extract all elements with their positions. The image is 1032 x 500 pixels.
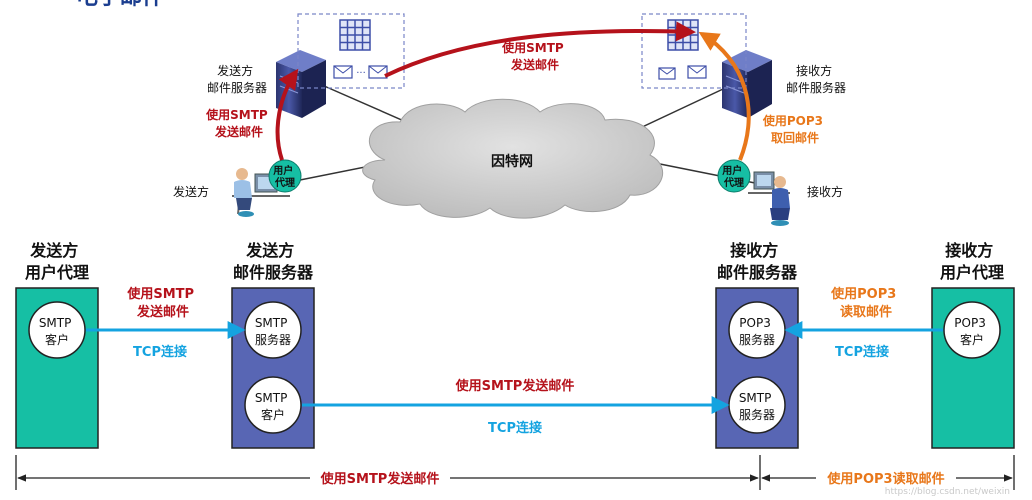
label-fetch-pop3: 使用POP3 取回邮件 xyxy=(762,113,827,145)
link1-label: 使用SMTP 发送邮件 xyxy=(126,286,198,320)
mailbox-grid-icon xyxy=(339,19,371,51)
envelope-stack-icon xyxy=(658,65,707,80)
svg-text:POP3 客户: POP3 客户 xyxy=(954,316,989,347)
receiver-user-agent-badge xyxy=(717,159,751,193)
label-send-smtp: 使用SMTP 发送邮件 xyxy=(205,107,272,139)
smtp-server-2: SMTP 服务器 xyxy=(728,376,786,434)
receiver-server-label: 接收方 邮件服务器 xyxy=(786,63,846,95)
sender-server-label: 发送方 邮件服务器 xyxy=(207,63,267,95)
smtp-client-2: SMTP 客户 xyxy=(244,376,302,434)
span-markers xyxy=(15,455,1015,490)
pop3-client: POP3 客户 xyxy=(943,301,1001,359)
section-heading: 电子邮件 xyxy=(76,0,164,10)
link3-tcp-label: TCP连接 xyxy=(835,344,889,360)
link1-tcp-label: TCP连接 xyxy=(133,344,187,360)
arrow-server-relay xyxy=(384,21,696,78)
smtp-server-1: SMTP 服务器 xyxy=(244,301,302,359)
svg-text:SMTP 服务器: SMTP 服务器 xyxy=(739,391,775,422)
svg-text:SMTP 客户: SMTP 客户 xyxy=(39,316,75,347)
sender-mail-server-icon xyxy=(276,50,326,118)
span-left-label: 使用SMTP发送邮件 xyxy=(320,471,440,487)
sender-user-agent-badge xyxy=(268,159,302,193)
internet-cloud: 因特网 xyxy=(362,98,663,219)
receiver-user-agent-badge-text: 用户 代理 xyxy=(721,164,745,189)
svg-text:SMTP 服务器: SMTP 服务器 xyxy=(255,316,291,347)
sender-server-title: 发送方 邮件服务器 xyxy=(233,241,314,282)
span-right-label: 使用POP3读取邮件 xyxy=(826,471,944,487)
watermark-text: https://blog.csdn.net/weixin xyxy=(885,487,1010,497)
receiver-server-title: 接收方 邮件服务器 xyxy=(717,241,798,282)
sender-user-agent-badge-text: 用户 代理 xyxy=(272,164,296,189)
svg-text:SMTP 客户: SMTP 客户 xyxy=(255,391,291,422)
sender-ua-title: 发送方 用户代理 xyxy=(25,241,89,282)
receiver-ua-title: 接收方 用户代理 xyxy=(940,241,1004,282)
internet-label: 因特网 xyxy=(491,153,533,170)
svg-text:···: ··· xyxy=(356,68,366,79)
mailbox-grid-icon xyxy=(667,19,699,51)
sender-mailbox-callout: ··· xyxy=(297,13,405,89)
receiver-label: 接收方 xyxy=(807,184,843,199)
link2-label: 使用SMTP发送邮件 xyxy=(455,378,575,394)
svg-text:POP3 服务器: POP3 服务器 xyxy=(739,316,775,347)
link3-label: 使用POP3 读取邮件 xyxy=(830,286,901,320)
arrow-send-to-server xyxy=(275,68,299,161)
envelope-queue-icon: ··· xyxy=(333,65,388,79)
pop3-server: POP3 服务器 xyxy=(728,301,786,359)
sender-label: 发送方 xyxy=(173,184,209,199)
label-relay-smtp: 使用SMTP 发送邮件 xyxy=(501,40,568,72)
receiver-user-icon xyxy=(748,171,790,226)
arrow-fetch-pop3 xyxy=(698,31,751,161)
smtp-client-1: SMTP 客户 xyxy=(28,301,86,359)
link2-tcp-label: TCP连接 xyxy=(488,420,542,436)
